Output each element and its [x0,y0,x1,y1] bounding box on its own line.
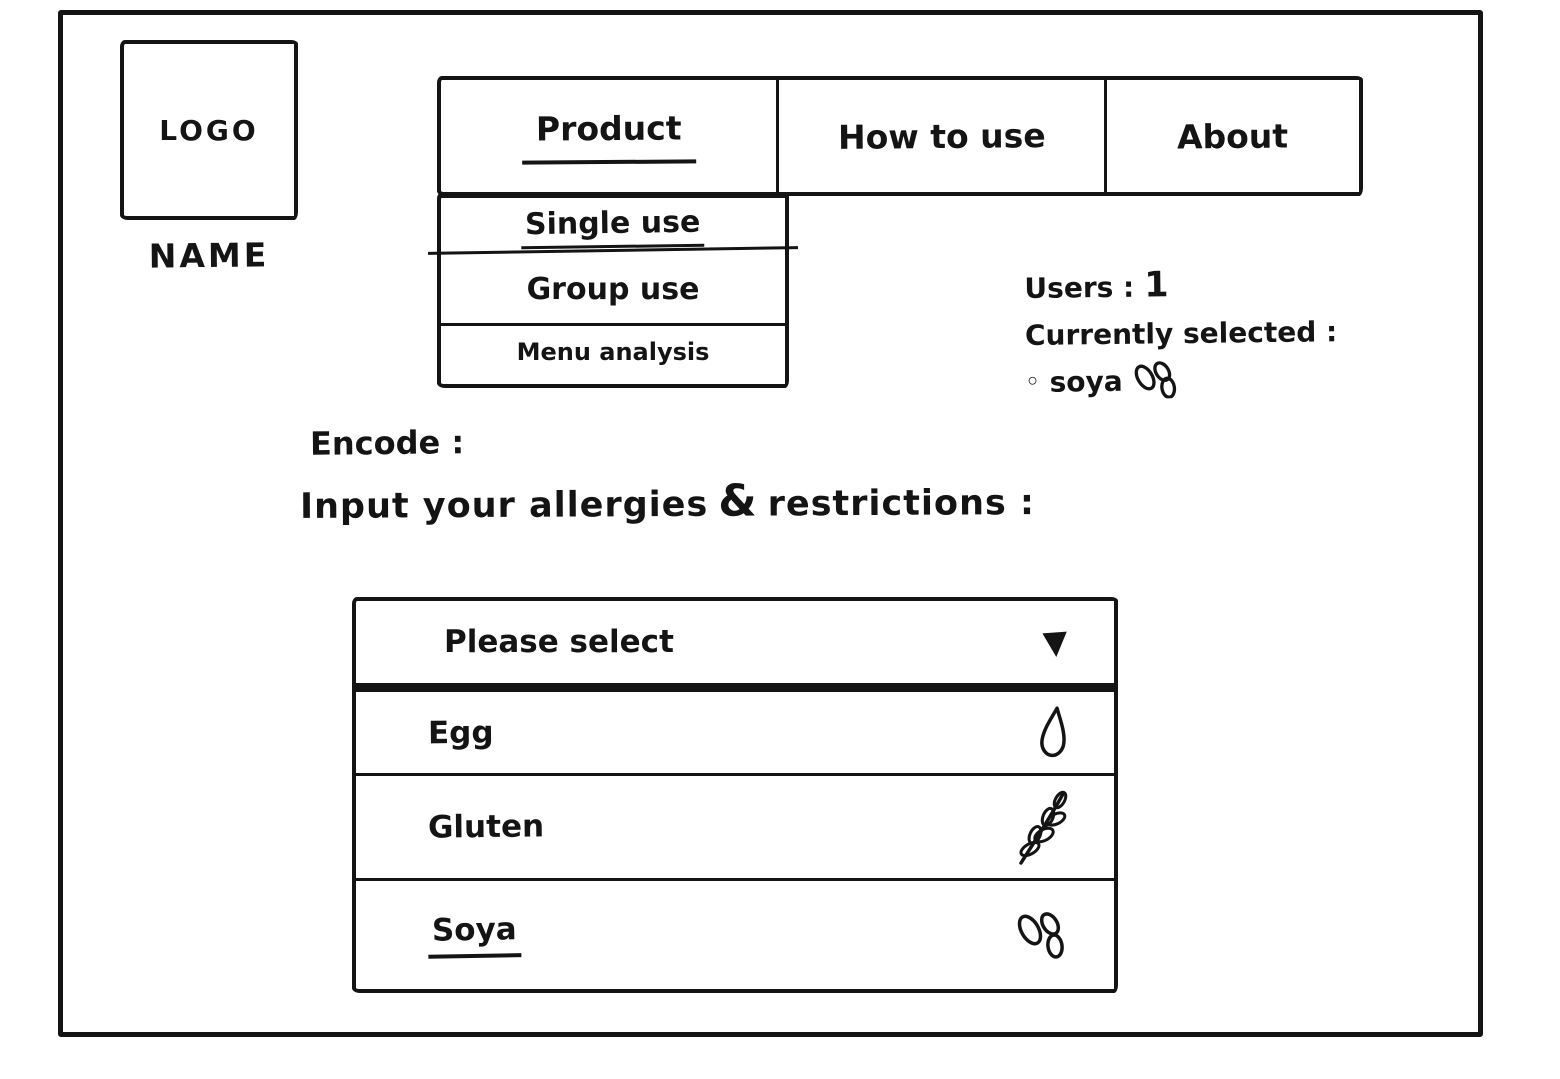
product-dropdown-menu: Single use Group use Menu analysis [437,192,789,388]
instruction-part2: restrictions : [767,483,1036,525]
instruction-part1: Input your allergies [299,484,709,527]
soya-icon [1017,912,1064,959]
navbar: Product How to use About [437,76,1363,196]
menu-item-menu-analysis[interactable]: Menu analysis [441,326,785,384]
logo-text: LOGO [159,113,259,147]
nav-item-how-to-use-label: How to use [837,115,1046,157]
selected-item-row: ◦ soya [1025,355,1356,406]
egg-icon [1040,705,1066,757]
menu-item-group-use[interactable]: Group use [441,256,785,326]
nav-item-product-label: Product [521,107,696,165]
option-gluten-label: Gluten [427,808,545,846]
nav-item-product[interactable]: Product [441,80,779,192]
option-soya[interactable]: Soya [356,881,1114,989]
encode-label: Encode : [309,423,465,463]
status-block: Users :1 Currently selected : ◦ soya [1024,260,1356,406]
option-egg-label: Egg [427,714,494,751]
option-gluten[interactable]: Gluten [356,776,1114,881]
selected-item-label: soya [1049,364,1123,399]
instruction-ampersand: & [718,475,758,527]
nav-item-how-to-use[interactable]: How to use [779,80,1107,192]
instruction-text: Input your allergies&restrictions : [300,474,1035,529]
option-soya-label: Soya [427,911,522,959]
brand-name: NAME [148,235,270,276]
wheat-icon [1019,790,1068,865]
users-label: Users : [1024,270,1135,306]
menu-item-menu-analysis-label: Menu analysis [516,338,710,366]
allergy-select[interactable]: Please select ▼ [356,601,1114,692]
option-egg[interactable]: Egg [356,692,1114,776]
menu-item-single-use-label: Single use [521,204,705,250]
menu-item-group-use-label: Group use [526,272,700,307]
users-count: 1 [1143,265,1169,306]
currently-selected-label: Currently selected : [1024,315,1338,353]
chevron-down-icon[interactable]: ▼ [1042,622,1070,662]
allergy-panel: Please select ▼ Egg Gluten Soya [352,597,1118,993]
bullet-icon: ◦ [1025,369,1040,396]
logo-box[interactable]: LOGO [120,40,298,220]
nav-item-about[interactable]: About [1107,80,1359,192]
nav-item-about-label: About [1177,116,1289,156]
select-placeholder: Please select [444,624,674,660]
users-row: Users :1 [1024,260,1355,312]
soya-icon [1134,360,1177,399]
